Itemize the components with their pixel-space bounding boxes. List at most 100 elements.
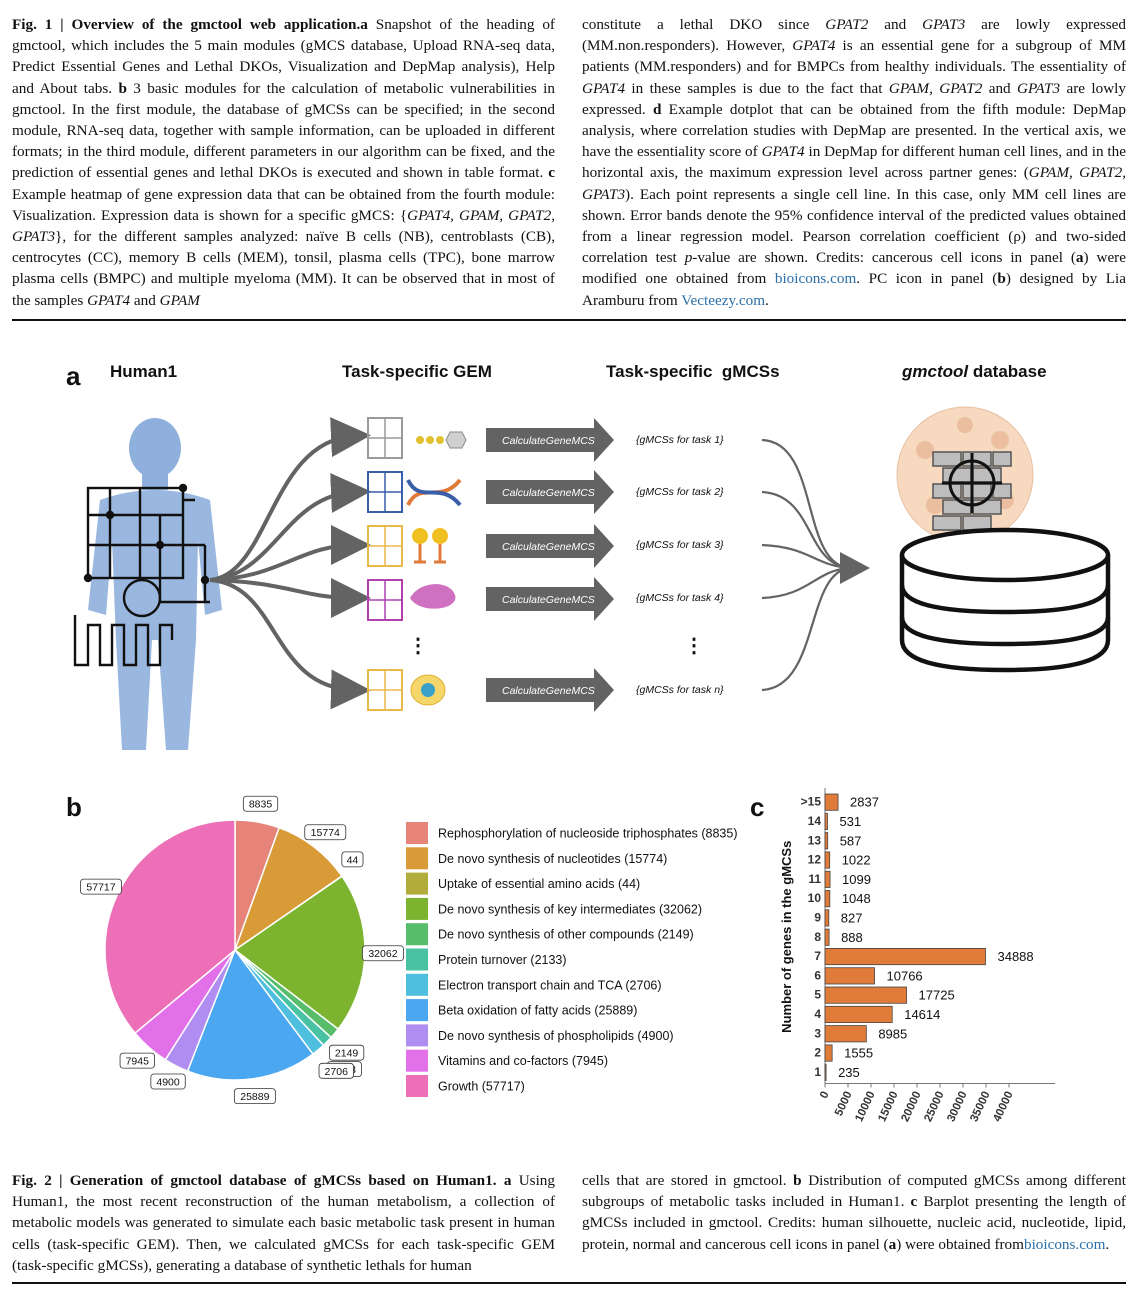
bar-value-3: 1022 (842, 853, 871, 868)
calculate-arrow-3: CalculateGeneMCS (486, 524, 614, 568)
bar-value-9: 10766 (887, 968, 923, 983)
pie-value-label-6: 2706 (325, 1066, 349, 1078)
panel-b-letter: b (66, 792, 82, 822)
calculate-arrow-4: CalculateGeneMCS (486, 577, 614, 621)
task-1-label: {gMCSs for task 1} (636, 434, 724, 446)
x-tick-label-0: 0 (818, 1090, 832, 1101)
fig2-text: cells that are stored in gmctool. (582, 1172, 794, 1189)
bar-category-6: 9 (814, 910, 821, 924)
fig1-text: in these samples is due to the fact that (625, 79, 889, 97)
legend-label-8: De novo synthesis of phospholipids (4900… (438, 1029, 674, 1043)
converge-lines (761, 438, 851, 692)
pie-value-box-8 (150, 1073, 186, 1090)
fig1-text: and (130, 291, 160, 309)
fig1-text: . PC icon in panel ( (856, 270, 998, 288)
bar-value-11: 14614 (904, 1007, 940, 1022)
fig1-text: are lowly expressed. (582, 79, 1126, 118)
pie-value-box-7 (233, 1088, 276, 1105)
pie-value-label-10: 57717 (86, 882, 115, 894)
fan-arrows (209, 417, 371, 710)
y-axis-title: Number of genes in the gMCSs (779, 841, 794, 1033)
bar-3 (824, 851, 831, 869)
fig1-b: b (118, 79, 127, 97)
bar-category-3: 12 (808, 853, 822, 867)
legend-label-2: Uptake of essential amino acids (44) (438, 877, 640, 891)
gem-icon-3 (367, 525, 448, 567)
fig2-b: b (793, 1172, 802, 1189)
header-db-rest: database (968, 362, 1046, 381)
bar-category-4: 11 (808, 872, 821, 886)
bar-13 (824, 1044, 833, 1062)
header-task-gmcs: Task-specific gMCSs (606, 362, 780, 381)
pie-value-label-0: 8835 (249, 799, 273, 811)
bar-8 (824, 947, 986, 966)
legend-label-3: De novo synthesis of key intermediates (… (438, 902, 702, 916)
pie-value-box-9 (119, 1052, 155, 1069)
gene-list: GPAM, GPAT2, GPAT3 (582, 164, 1126, 203)
bar-value-13: 1555 (844, 1046, 873, 1061)
bar-value-8: 34888 (997, 949, 1033, 964)
fig1-text: }, for the different samples analyzed: n… (12, 228, 555, 309)
vecteezy-link[interactable]: Vecteezy.com (681, 291, 766, 309)
legend-swatch-0 (406, 822, 428, 844)
fig2-text: Using Human1, the most recent reconstruc… (12, 1172, 555, 1274)
bioicons-link[interactable]: bioicons.com (1023, 1235, 1106, 1253)
fig1-text: 3 basic modules for the calculation of m… (12, 79, 555, 182)
gem-icon-n (367, 669, 446, 711)
bar-value-12: 8985 (878, 1026, 907, 1041)
x-tick-label-2: 10000 (853, 1090, 877, 1124)
x-tick-label-1: 5000 (833, 1090, 855, 1118)
bar-category-13: 2 (814, 1046, 821, 1060)
ellipsis-gem: ⋮ (408, 635, 428, 657)
fig1-a: a (360, 16, 368, 33)
fig1-text: ). Each point represents a single cell l… (582, 185, 1126, 267)
fig1-text: Example dotplot that can be obtained fro… (582, 100, 1126, 161)
bar-2 (824, 832, 829, 850)
legend-label-1: De novo synthesis of nucleotides (15774) (438, 852, 667, 866)
legend-swatch-9 (406, 1049, 428, 1072)
bioicons-link[interactable]: bioicons.com (774, 270, 857, 288)
converge-arrowhead (840, 552, 870, 584)
x-tick-label-7: 35000 (968, 1090, 992, 1124)
legend-swatch-7 (406, 999, 428, 1022)
p-symbol: p (684, 249, 693, 267)
legend-swatch-10 (406, 1075, 428, 1097)
bar-category-11: 4 (814, 1007, 821, 1021)
gene: GPAM (159, 291, 200, 309)
fig2-c: c (910, 1193, 918, 1211)
bar-12 (824, 1025, 867, 1043)
bar-value-0: 2837 (850, 795, 879, 810)
task-n-label: {gMCSs for task n} (636, 684, 724, 696)
fig1-text: . (765, 291, 769, 309)
calc-label-3: CalculateGeneMCS (502, 541, 595, 553)
fig1-d: d (652, 100, 662, 118)
pie-value-box-10 (80, 878, 122, 895)
legend-label-6: Electron transport chain and TCA (2706) (438, 978, 662, 992)
gene: GPAT4 (87, 291, 131, 309)
gene: GPAT3 (1017, 79, 1061, 97)
legend-swatch-6 (406, 973, 428, 996)
fig1-c: c (548, 164, 555, 182)
legend-label-4: De novo synthesis of other compounds (21… (438, 928, 694, 942)
bar-category-1: 14 (808, 814, 822, 828)
legend-label-10: Growth (57717) (438, 1080, 525, 1094)
bar-9 (824, 967, 875, 985)
gem-icon-1 (367, 417, 467, 459)
task-2-label: {gMCSs for task 2} (636, 486, 724, 498)
calc-arrows: CalculateGeneMCS CalculateGeneMCS Calcul… (486, 418, 614, 712)
bar-category-14: 1 (814, 1065, 821, 1079)
fig2-text: . (1105, 1235, 1110, 1253)
legend-swatch-4 (406, 923, 428, 946)
fig1-text: Example heatmap of gene expression data … (12, 185, 555, 224)
x-tick-label-4: 20000 (899, 1090, 923, 1124)
bar-category-0: >15 (801, 795, 822, 809)
legend-label-0: Rephosphorylation of nucleoside triphosp… (438, 827, 738, 841)
calc-label-4: CalculateGeneMCS (502, 594, 595, 606)
pie-value-box-4 (328, 1044, 365, 1061)
pie-value-label-2: 44 (347, 854, 359, 866)
fig2-label: Fig. 2 | Generation of gmctool database … (12, 1172, 497, 1189)
x-tick-label-8: 40000 (991, 1090, 1015, 1124)
pie-value-box-1 (304, 824, 347, 841)
fig1-text: constitute a lethal DKO since (582, 16, 826, 33)
pie-value-label-8: 4900 (156, 1076, 180, 1088)
